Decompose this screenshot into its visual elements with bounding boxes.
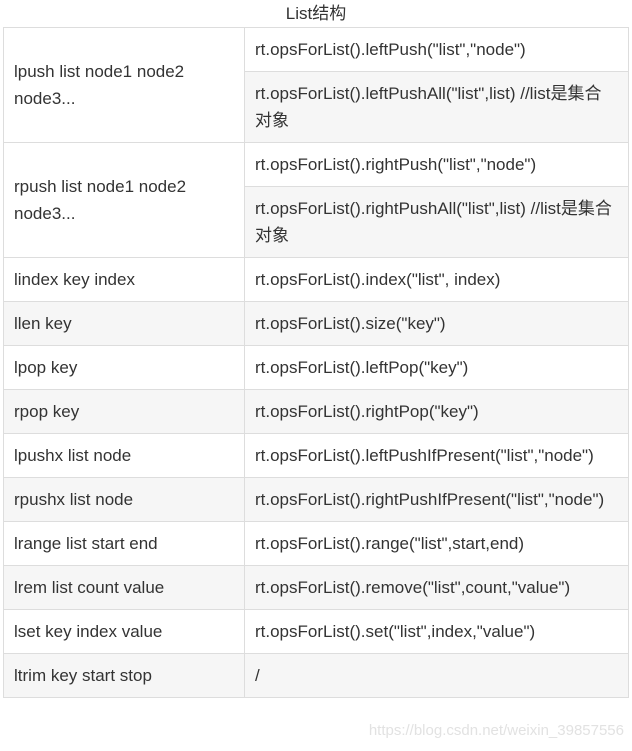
- command-cell: lpushx list node: [3, 433, 245, 478]
- command-cell: lrem list count value: [3, 565, 245, 610]
- java-cell: rt.opsForList().rightPushIfPresent("list…: [244, 477, 629, 522]
- java-cell: rt.opsForList().remove("list",count,"val…: [244, 565, 629, 610]
- command-cell: rpush list node1 node2 node3...: [3, 142, 245, 258]
- table-row: lindex key index rt.opsForList().index("…: [3, 257, 629, 302]
- command-cell: lset key index value: [3, 609, 245, 654]
- command-cell: rpop key: [3, 389, 245, 434]
- command-cell: lindex key index: [3, 257, 245, 302]
- table-row: rt.opsForList().leftPushAll("list",list)…: [4, 71, 629, 143]
- watermark: https://blog.csdn.net/weixin_39857556: [368, 722, 624, 739]
- table-row: rt.opsForList().rightPushAll("list",list…: [4, 186, 629, 258]
- table-caption: List结构: [285, 4, 347, 23]
- table-row: ltrim key start stop /: [3, 653, 629, 698]
- java-cell: rt.opsForList().rightPop("key"): [244, 389, 629, 434]
- command-cell: lpush list node1 node2 node3...: [3, 27, 245, 143]
- table-row: llen key rt.opsForList().size("key"): [3, 301, 629, 346]
- table-row: lrange list start end rt.opsForList().ra…: [3, 521, 629, 566]
- table-row: rpop key rt.opsForList().rightPop("key"): [3, 389, 629, 434]
- table-row: rpushx list node rt.opsForList().rightPu…: [3, 477, 629, 522]
- command-cell: llen key: [3, 301, 245, 346]
- table-row: lpop key rt.opsForList().leftPop("key"): [3, 345, 629, 390]
- java-cell: rt.opsForList().size("key"): [244, 301, 629, 346]
- java-cell: rt.opsForList().leftPushIfPresent("list"…: [244, 433, 629, 478]
- java-cell: rt.opsForList().range("list",start,end): [244, 521, 629, 566]
- table-row: lrem list count value rt.opsForList().re…: [3, 565, 629, 610]
- command-cell: rpushx list node: [3, 477, 245, 522]
- command-cell: lpop key: [3, 345, 245, 390]
- command-cell: ltrim key start stop: [3, 653, 245, 698]
- java-cell: rt.opsForList().leftPushAll("list",list)…: [244, 71, 629, 143]
- java-cell: rt.opsForList().index("list", index): [244, 257, 629, 302]
- java-cell: rt.opsForList().leftPush("list","node"): [244, 27, 629, 72]
- table-row: lpushx list node rt.opsForList().leftPus…: [3, 433, 629, 478]
- table-row: rpush list node1 node2 node3... rt.opsFo…: [3, 142, 629, 258]
- redis-list-command-table: lpush list node1 node2 node3... rt.opsFo…: [3, 27, 629, 698]
- java-cell: rt.opsForList().leftPop("key"): [244, 345, 629, 390]
- java-cell: /: [244, 653, 629, 698]
- table-row: lpush list node1 node2 node3... rt.opsFo…: [3, 27, 629, 143]
- java-cell: rt.opsForList().rightPushAll("list",list…: [244, 186, 629, 258]
- command-cell: lrange list start end: [3, 521, 245, 566]
- java-cell: rt.opsForList().set("list",index,"value"…: [244, 609, 629, 654]
- table-row: lset key index value rt.opsForList().set…: [3, 609, 629, 654]
- java-cell: rt.opsForList().rightPush("list","node"): [244, 142, 629, 187]
